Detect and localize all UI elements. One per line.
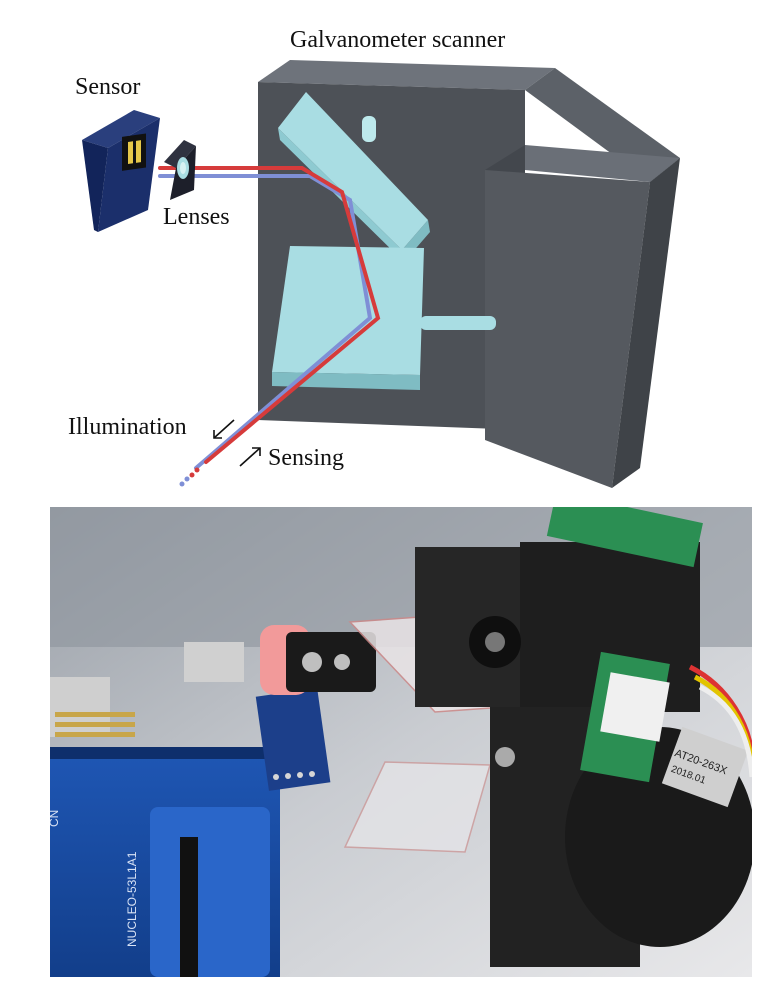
lenses-label: Lenses (163, 204, 230, 230)
illumination-beam (158, 166, 381, 464)
sensor-label: Sensor (75, 74, 141, 100)
lower-mirror (272, 246, 496, 390)
nucleo-board: NUCLEO-53L1A1 CN (50, 677, 280, 977)
sensor-breakout (184, 625, 376, 791)
galvanometer-diagram: Galvanometer scanner Sensor Lenses Illum… (0, 0, 768, 500)
sensor-module (82, 110, 160, 232)
sensing-label: Sensing (268, 445, 345, 471)
illumination-label: Illumination (68, 414, 187, 440)
light-beams (158, 166, 381, 470)
beam-dots (179, 467, 200, 487)
sensing-arrow (239, 447, 261, 467)
galvanometer-scanner-label: Galvanometer scanner (290, 27, 506, 53)
photo-drawing: NUCLEO-53L1A1 CN (50, 507, 752, 977)
motor: AT20-263X 2018.01 (565, 651, 752, 947)
diagram-drawing (82, 60, 680, 488)
board-edge-label: CN (50, 810, 61, 827)
prototype-photo: NUCLEO-53L1A1 CN (50, 507, 752, 977)
illumination-arrow (213, 419, 235, 439)
board-label: NUCLEO-53L1A1 (125, 851, 139, 947)
lens-holder (164, 140, 196, 200)
sensing-beam (158, 174, 373, 470)
